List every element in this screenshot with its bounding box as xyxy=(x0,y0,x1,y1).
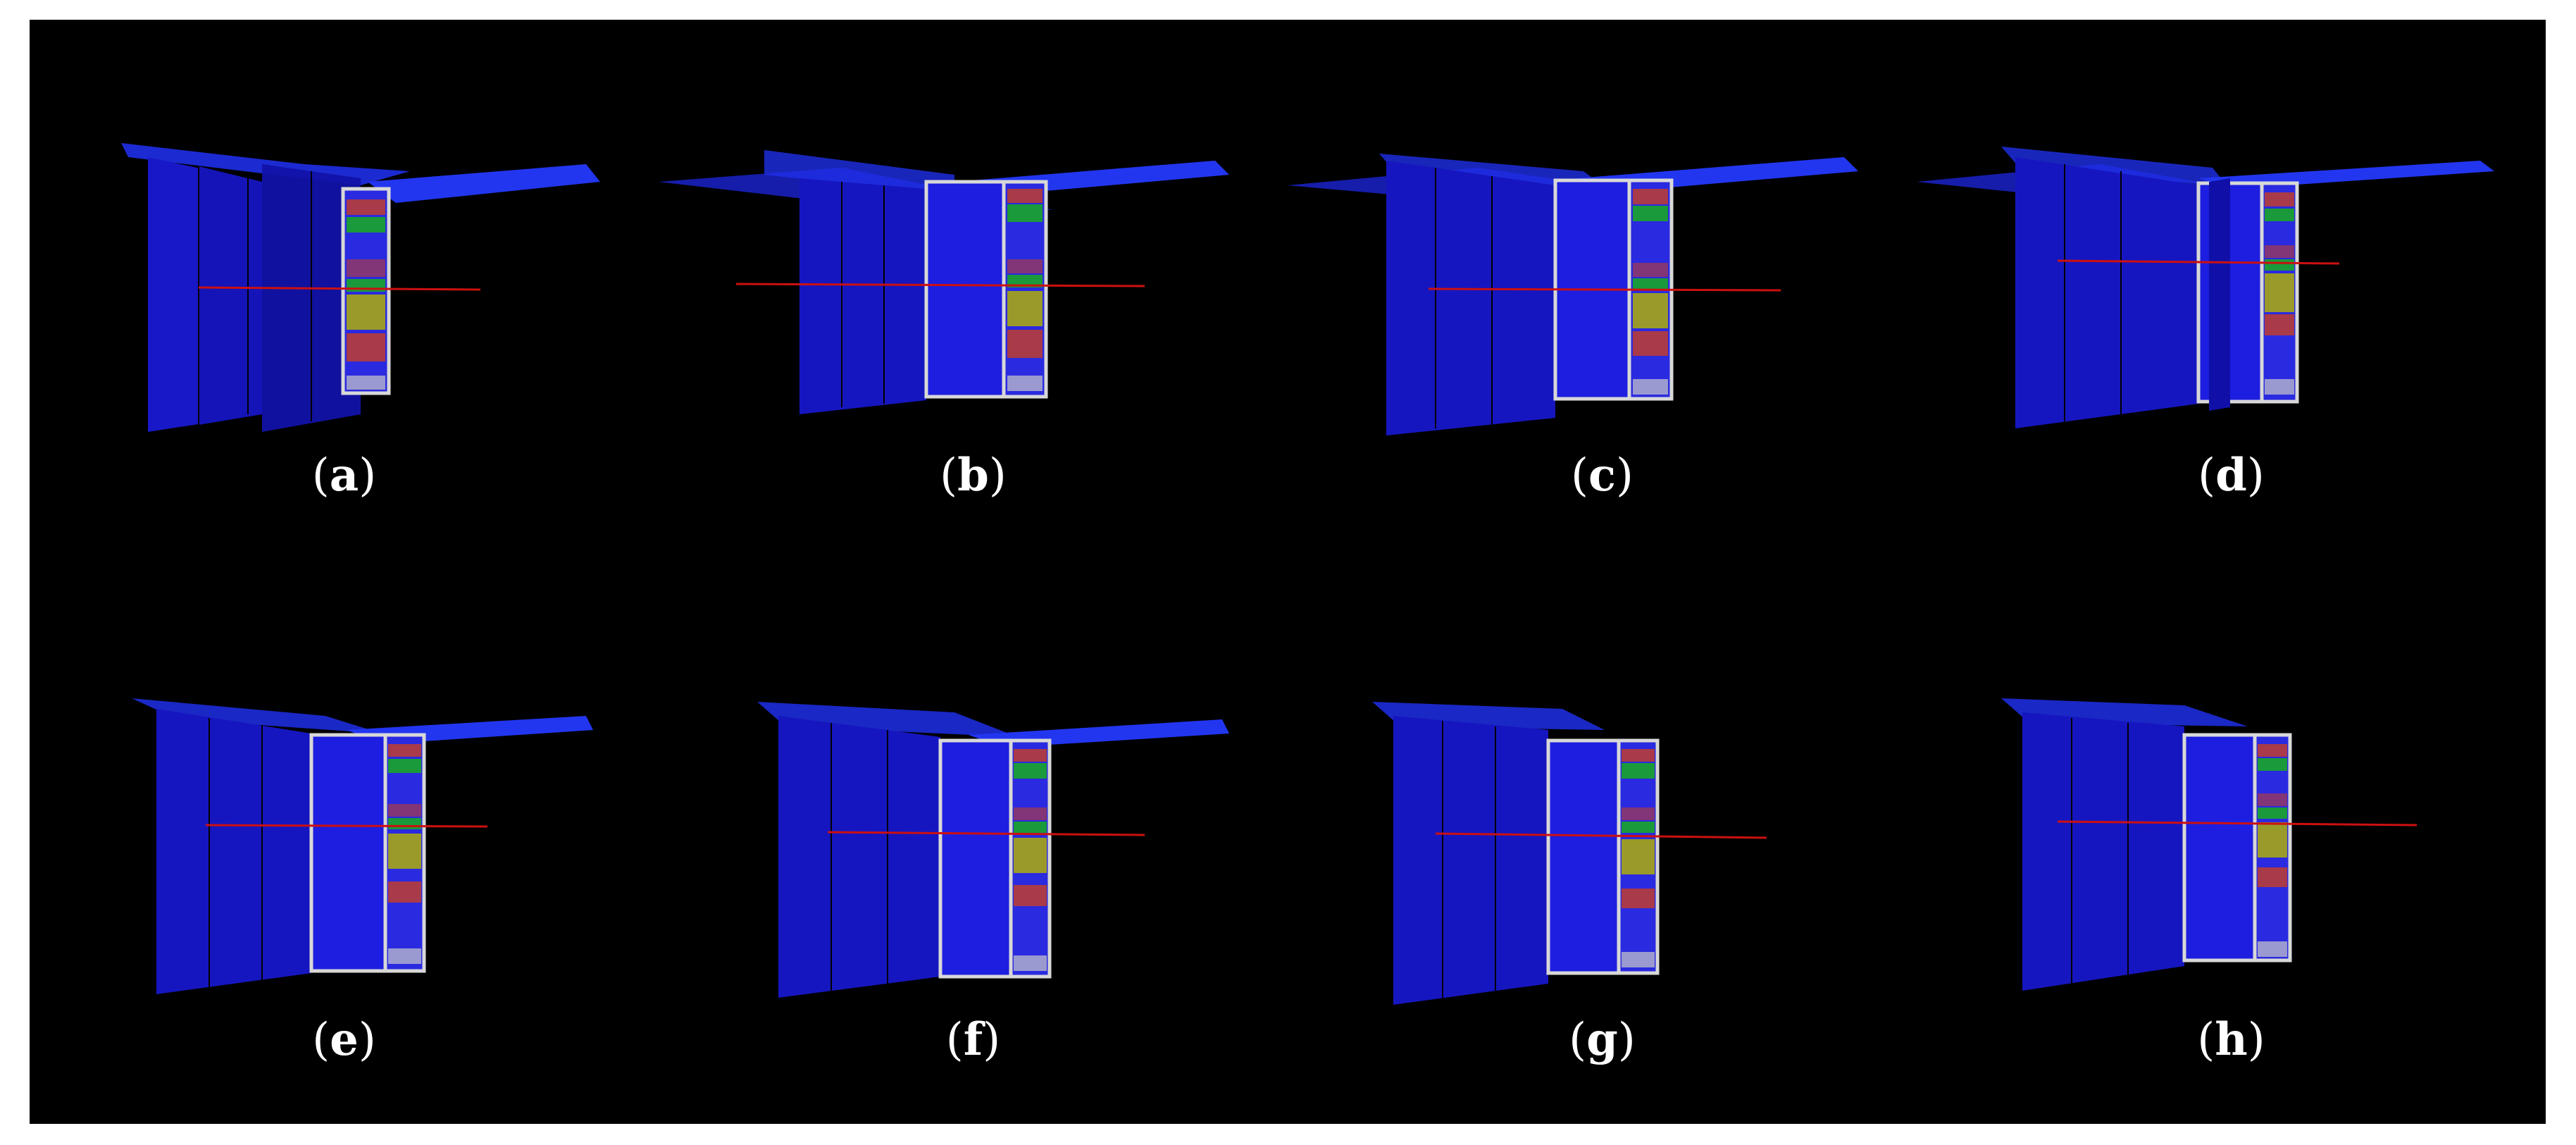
panel-f: (f) xyxy=(659,571,1288,1123)
panel-label: (d) xyxy=(2198,449,2265,502)
panel-d: (d) xyxy=(1917,20,2546,571)
panel-h: (h) xyxy=(1917,571,2546,1123)
panel-b: (b) xyxy=(659,20,1288,571)
figure-frame: (a) (b) xyxy=(30,20,2546,1124)
panel-a: (a) xyxy=(30,20,659,571)
render-e xyxy=(132,698,593,994)
panel-e: (e) xyxy=(30,571,659,1123)
panel-label: (a) xyxy=(311,449,377,502)
render-c xyxy=(1288,154,1858,435)
panel-label: (h) xyxy=(2197,1013,2265,1066)
panel-g: (g) xyxy=(1288,571,1917,1123)
panel-label: (c) xyxy=(1571,449,1634,502)
render-f xyxy=(757,702,1229,998)
panel-label: (g) xyxy=(1569,1013,1636,1066)
render-a xyxy=(121,143,600,432)
panel-label: (e) xyxy=(312,1013,376,1066)
render-g xyxy=(1372,702,1767,1005)
render-b xyxy=(659,150,1229,414)
render-h xyxy=(2001,698,2418,991)
panel-label: (f) xyxy=(945,1013,1001,1066)
panel-label: (b) xyxy=(940,449,1007,502)
panel-c: (c) xyxy=(1288,20,1917,571)
render-d xyxy=(1917,147,2494,428)
